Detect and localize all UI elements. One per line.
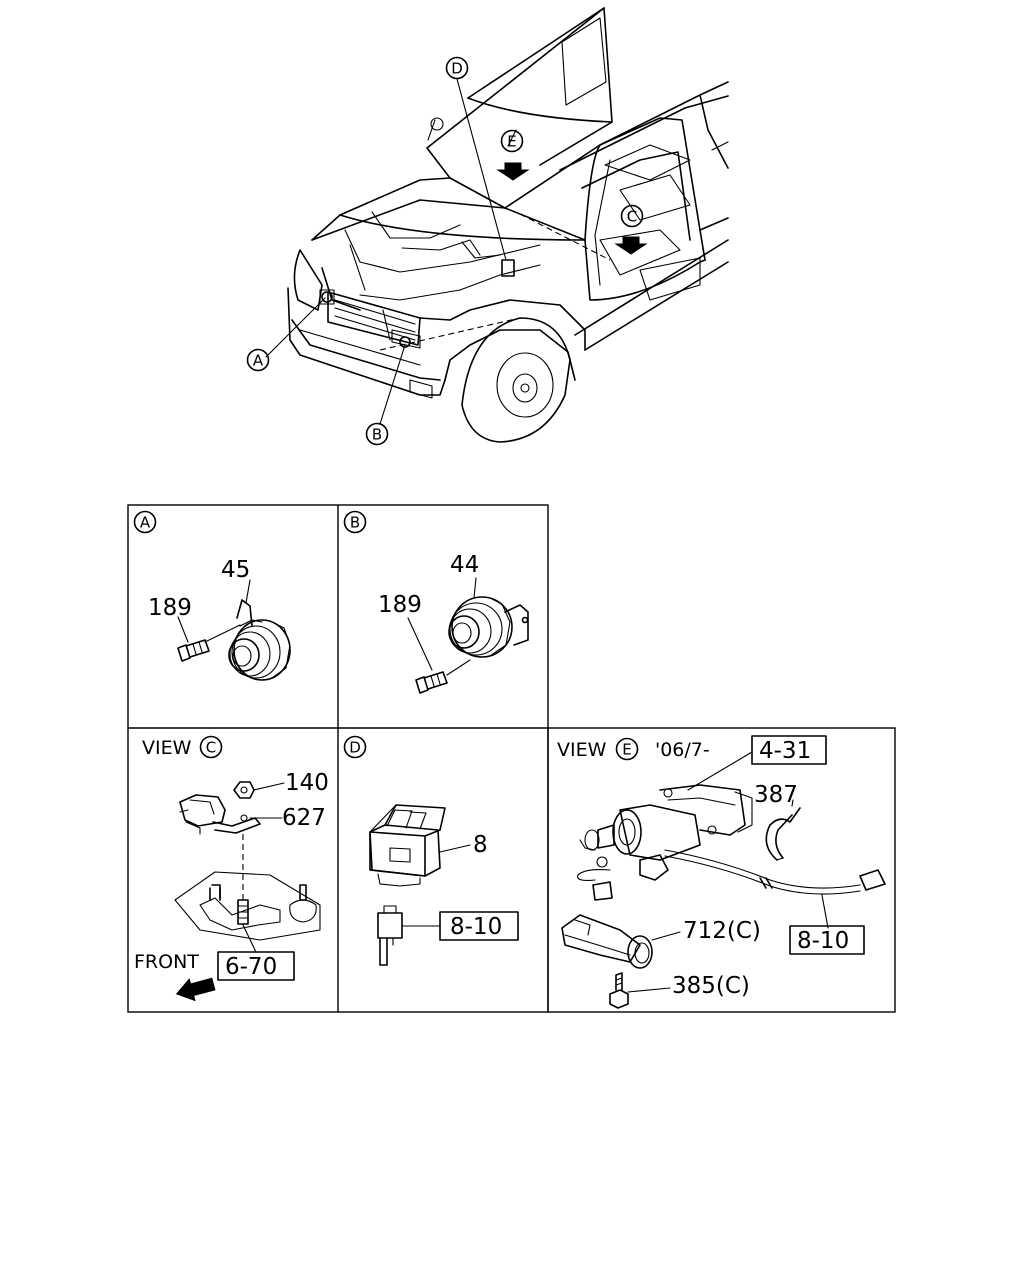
callout-b: B bbox=[365, 422, 389, 446]
date-label: '06/7- bbox=[655, 739, 710, 761]
callout-d: D bbox=[445, 56, 469, 80]
ref-box-4-31: 4-31 bbox=[759, 738, 811, 764]
part-number-385c: 385(C) bbox=[672, 973, 750, 999]
switch-illustration bbox=[561, 914, 653, 969]
part-number-8: 8 bbox=[473, 832, 488, 858]
panel-c-letter: C bbox=[206, 739, 216, 757]
floor-mount-illustration bbox=[174, 871, 321, 941]
part-number-627: 627 bbox=[282, 805, 326, 831]
ref-box-8-10: 8-10 bbox=[450, 914, 502, 940]
front-arrow-icon bbox=[175, 977, 216, 1002]
horn-illustration bbox=[228, 599, 291, 681]
svg-text:D: D bbox=[451, 60, 463, 78]
callout-a: A bbox=[246, 348, 270, 372]
view-label: VIEW bbox=[557, 739, 607, 761]
callout-e: E bbox=[500, 129, 524, 153]
svg-text:A: A bbox=[253, 352, 264, 370]
horn-illustration bbox=[448, 596, 529, 658]
connector-illustration bbox=[377, 905, 403, 966]
panel-d-letter: D bbox=[349, 739, 361, 757]
panel-d: D 8 8-10 bbox=[343, 735, 519, 966]
panel-c: VIEW C 140 627 bbox=[134, 735, 329, 1002]
svg-text:E: E bbox=[507, 133, 516, 151]
bolt-icon bbox=[415, 671, 448, 694]
part-number-712c: 712(C) bbox=[683, 918, 761, 944]
panel-a: A 45 189 bbox=[133, 510, 291, 681]
panel-b: B 44 189 bbox=[343, 510, 529, 694]
ref-box-6-70: 6-70 bbox=[225, 954, 277, 980]
ref-box-8-10: 8-10 bbox=[797, 928, 849, 954]
part-number-140: 140 bbox=[285, 770, 329, 796]
svg-text:C: C bbox=[627, 208, 637, 226]
part-number-44: 44 bbox=[450, 552, 479, 578]
part-number-45: 45 bbox=[221, 557, 250, 583]
cable-tie-illustration bbox=[765, 807, 801, 861]
part-number-189: 189 bbox=[148, 595, 192, 621]
panel-e-letter: E bbox=[622, 741, 631, 759]
panel-a-letter: A bbox=[140, 514, 151, 532]
front-label: FRONT bbox=[134, 951, 199, 973]
part-number-387: 387 bbox=[754, 782, 798, 808]
screw-icon bbox=[609, 972, 629, 1009]
view-label: VIEW bbox=[142, 737, 192, 759]
steering-column-illustration bbox=[579, 784, 753, 881]
svg-text:B: B bbox=[372, 426, 382, 444]
vehicle-overview: D E C A B bbox=[246, 7, 729, 446]
panel-b-letter: B bbox=[350, 514, 360, 532]
bolt-icon bbox=[177, 639, 210, 662]
control-unit-illustration bbox=[369, 804, 446, 887]
part-number-189: 189 bbox=[378, 592, 422, 618]
sensor-illustration bbox=[179, 781, 261, 835]
panel-e: VIEW E '06/7- 4-31 387 bbox=[557, 735, 886, 1009]
detail-panels-frame bbox=[127, 504, 896, 1013]
callout-c: C bbox=[620, 204, 644, 228]
harness-wire-illustration bbox=[577, 849, 886, 901]
